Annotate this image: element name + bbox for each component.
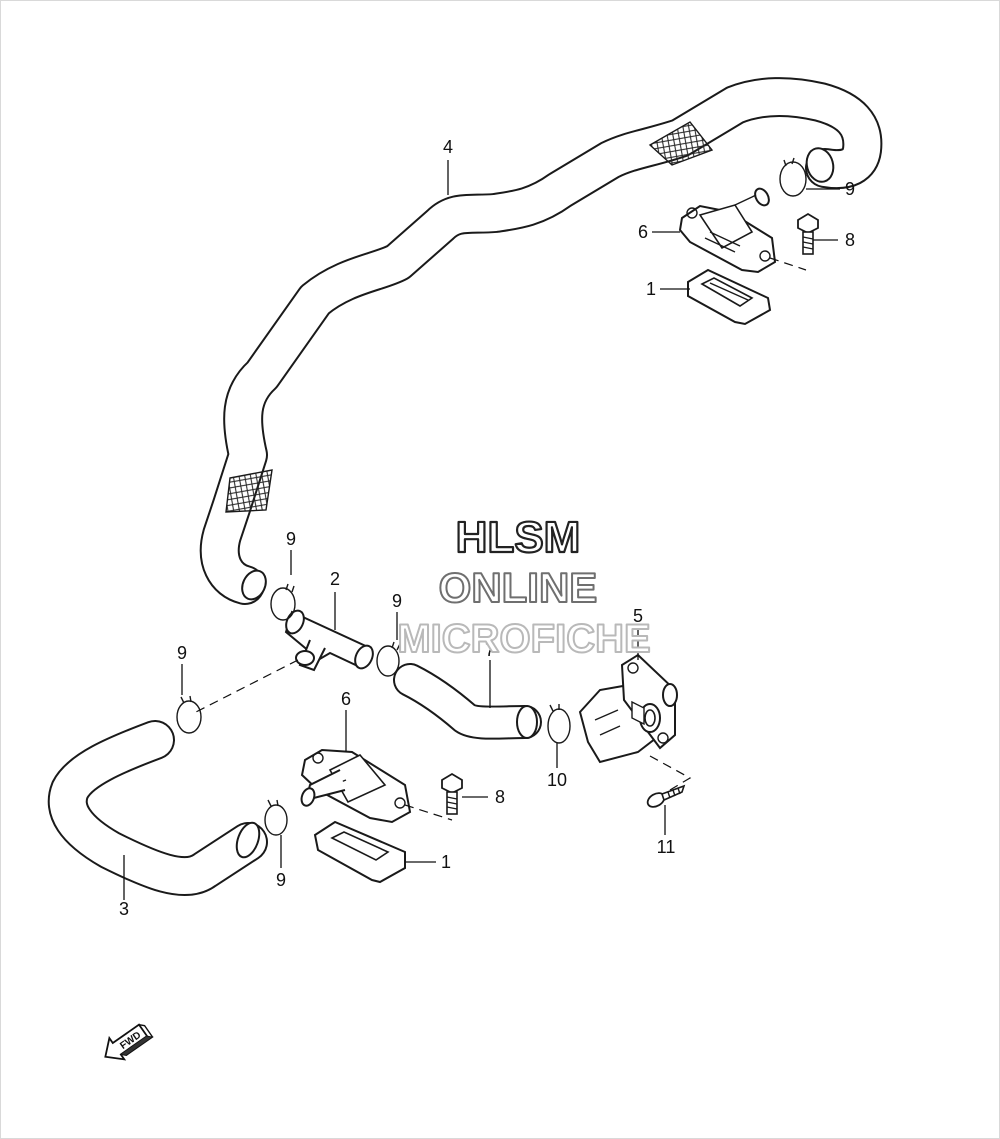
mesh-sleeve-lower	[225, 469, 273, 513]
watermark: HLSM ONLINE MICROFICHE	[396, 512, 651, 662]
clamp-9-left	[176, 695, 202, 734]
callout-1-bottom: 1	[441, 852, 451, 872]
callout-1-top: 1	[646, 279, 656, 299]
fwd-arrow-icon: FWD	[104, 1023, 154, 1061]
clamp-9-bottom	[264, 799, 288, 836]
callout-7: 7	[485, 640, 495, 660]
callout-4: 4	[443, 137, 453, 157]
clamp-10	[547, 704, 571, 744]
hose-3	[47, 720, 268, 897]
callout-8-bottom: 8	[495, 787, 505, 807]
reed-valve-cover-6-top	[678, 187, 777, 274]
leader-lines	[123, 160, 840, 900]
gasket-1-top	[687, 268, 772, 326]
callout-2: 2	[330, 569, 340, 589]
callout-9-mid-right: 9	[392, 591, 402, 611]
clamp-9-top-right	[779, 157, 807, 197]
callout-3: 3	[119, 899, 129, 919]
callout-10: 10	[547, 770, 567, 790]
callout-9-bottom: 9	[276, 870, 286, 890]
bolt-8-top	[797, 212, 819, 255]
hose-4	[199, 77, 883, 605]
watermark-line-2: ONLINE	[439, 564, 598, 611]
mesh-sleeve-upper	[648, 121, 714, 166]
watermark-line-1: HLSM	[456, 513, 581, 562]
reed-valve-cover-6-bottom	[300, 748, 412, 824]
callouts: 4 6 1 9 8 9 2 9 5 9 7 6 10 8 11 1 9 3	[119, 137, 855, 919]
callout-11: 11	[657, 837, 676, 857]
callout-6-bottom: 6	[341, 689, 351, 709]
alignment-lines	[195, 257, 807, 821]
callout-9-mid-upper: 9	[286, 529, 296, 549]
watermark-line-3: MICROFICHE	[397, 617, 650, 661]
clamp-9-mid-upper	[270, 583, 296, 621]
callout-9-top-right: 9	[845, 179, 855, 199]
callout-5: 5	[633, 606, 643, 626]
bolt-8-bottom	[441, 772, 463, 815]
callout-8-top: 8	[845, 230, 855, 250]
t-joint-2	[284, 609, 374, 672]
gasket-1-bottom	[313, 820, 406, 884]
clamp-9-mid-right	[376, 641, 401, 677]
callout-9-left: 9	[177, 643, 187, 663]
callout-6-top: 6	[638, 222, 648, 242]
hose-7	[393, 663, 542, 740]
screw-11	[646, 784, 686, 808]
air-valve-5	[578, 653, 678, 764]
